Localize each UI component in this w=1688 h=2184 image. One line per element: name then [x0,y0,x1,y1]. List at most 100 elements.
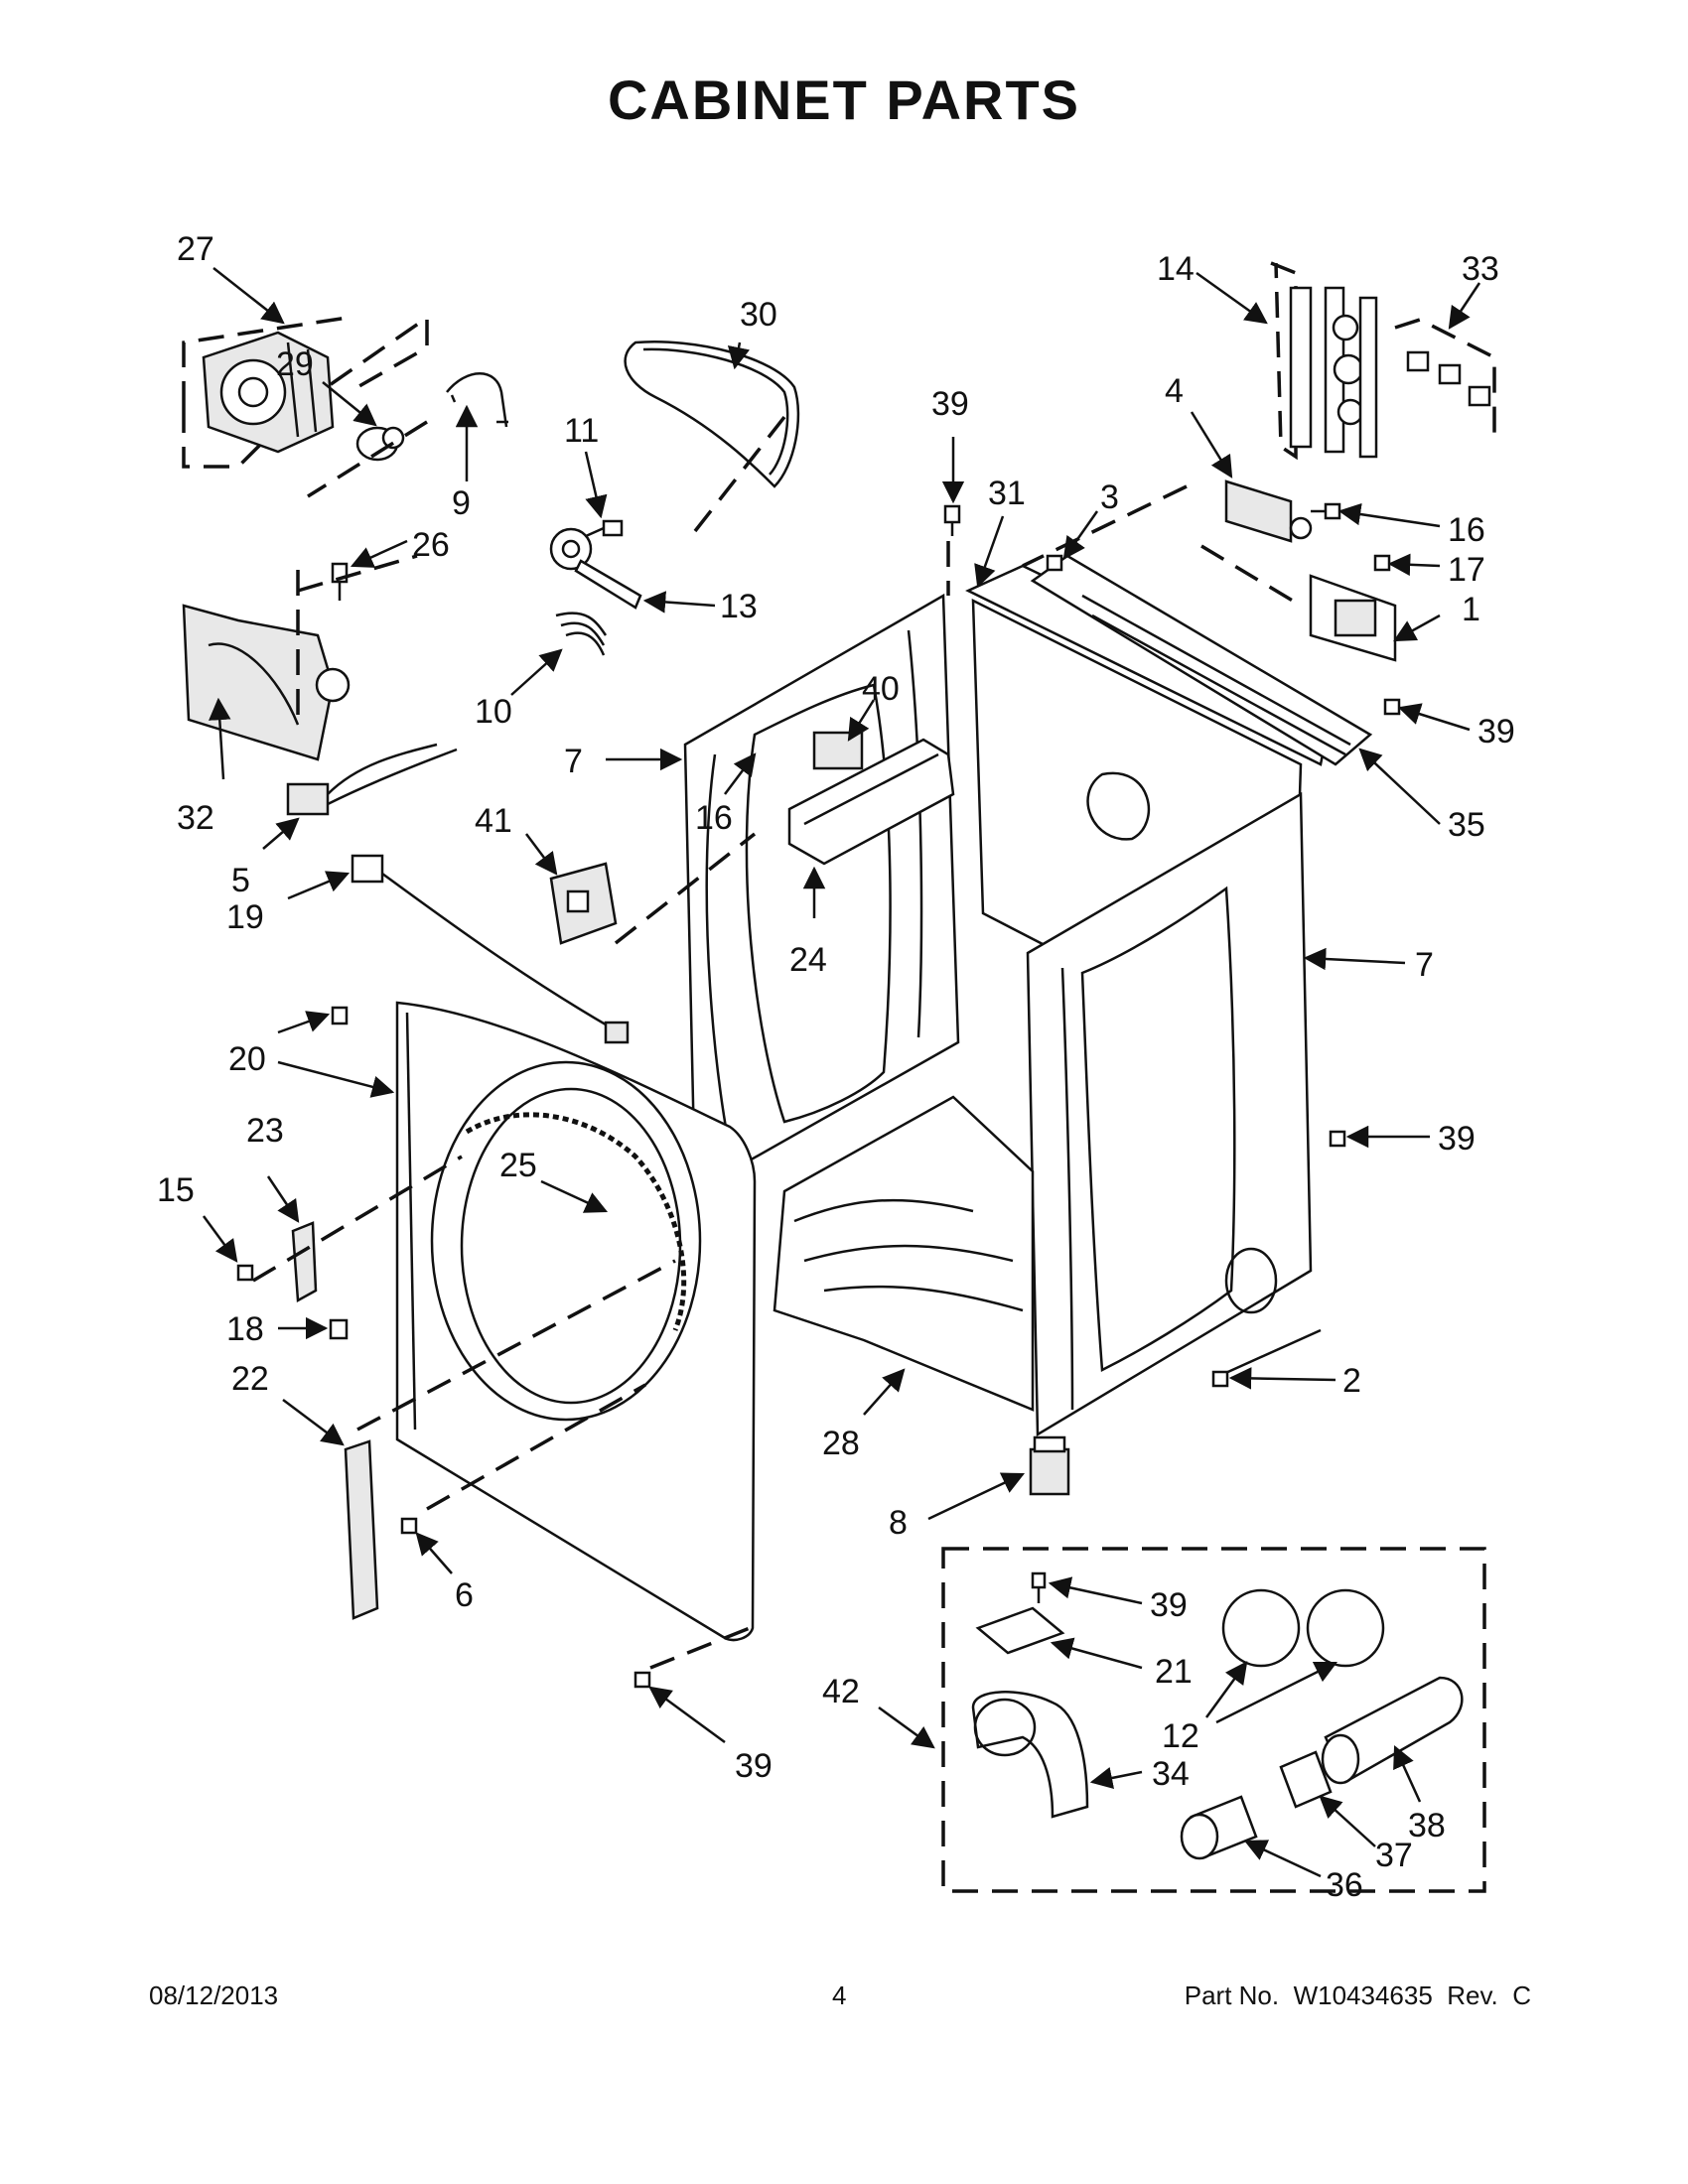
leader-21 [1050,1637,1143,1670]
callout-label: 32 [177,799,214,837]
callout-label: 25 [499,1147,537,1184]
leader-17 [1387,553,1441,577]
part-41 [549,862,618,945]
drive-belt-30 [624,341,800,488]
clips-33 [1406,350,1491,407]
screw-39-side [1329,1130,1346,1148]
plate-21 [975,1606,1065,1655]
screw-6 [400,1517,418,1535]
leader-37 [1319,1795,1376,1847]
elbow-34 [971,1691,1089,1819]
control-1 [1309,574,1397,662]
callout-label: 37 [1375,1837,1413,1874]
leader-38 [1393,1744,1422,1803]
leader-8 [927,1472,1026,1521]
callout-label: 18 [226,1310,264,1348]
leader-16-left [724,752,757,795]
callout-label: 34 [1152,1755,1190,1793]
assembly-line [1022,484,1188,568]
foot-8 [1029,1435,1070,1496]
callout-label: 15 [157,1171,195,1209]
callout-label: 39 [735,1747,773,1785]
screw-15 [236,1264,254,1282]
callout-label: 33 [1462,250,1499,288]
screw-39-rail [1383,698,1401,716]
leader-34 [1089,1766,1143,1790]
callout-label: 26 [412,526,450,564]
leader-39-kit [1048,1576,1143,1605]
leader-14 [1196,271,1268,325]
footer-page-number: 4 [832,1980,847,2010]
leader-31 [974,515,1005,589]
callout-label: 30 [740,296,777,334]
callout-label: 19 [226,898,264,936]
screw-11 [585,519,624,538]
door-seal-25 [465,1112,687,1331]
leader-41 [525,833,558,876]
leader-39-front [277,1011,331,1034]
callout-label: 29 [276,345,314,383]
callout-label: 7 [564,743,583,780]
clamp-36 [1180,1795,1258,1860]
callout-label: 41 [475,802,512,840]
callout-label: 10 [475,693,512,731]
leader-33 [1448,282,1481,330]
idler-pulley-13 [549,527,642,610]
screw-16-top [1311,502,1341,520]
assembly-line [426,1383,646,1511]
leader-26 [350,539,408,568]
callout-label: 12 [1162,1717,1199,1755]
screw-3 [1046,554,1063,572]
footer-date: 08/12/2013 [149,1980,279,2010]
callout-label: 9 [452,484,471,522]
coupling-37 [1279,1750,1333,1809]
callout-label: 36 [1326,1866,1363,1904]
callout-label: 16 [1448,511,1485,549]
leader-2 [1228,1367,1336,1390]
leader-28 [863,1368,906,1416]
leader-23 [266,1175,300,1223]
pulley-29 [355,426,405,462]
screw-26 [331,562,349,601]
motor-clamp-9 [446,372,508,428]
leader-5 [262,817,300,850]
callout-label: 40 [862,670,900,708]
exhaust-kit-42-box [941,1547,1486,1893]
assembly-line [1200,544,1302,608]
screw-17 [1373,554,1391,572]
leader-29 [322,381,377,427]
callout-label: 1 [1462,591,1480,628]
leader-13 [642,591,716,614]
leader-12-b [1215,1661,1338,1724]
kit-33-bracket [1394,318,1496,437]
switch-40 [812,731,864,770]
hinge-22 [344,1439,379,1620]
leader-12-a [1204,1661,1248,1718]
callout-label: 39 [1438,1120,1476,1158]
leader-3 [1062,510,1099,560]
assembly-line [252,1155,463,1283]
callout-label: 35 [1448,806,1485,844]
kit-14 [1289,286,1378,459]
kit-14-bracket [1270,261,1298,461]
leader-42 [878,1706,935,1749]
callout-label: 21 [1155,1653,1193,1691]
callout-label: 39 [1150,1586,1188,1624]
leader-16-right [1337,502,1441,528]
assembly-line [356,1259,676,1432]
callout-label: 13 [720,588,758,625]
assembly-line [693,415,786,533]
callout-label: 27 [177,230,214,268]
callout-label: 28 [822,1425,860,1462]
motor [202,331,335,454]
callout-label: 16 [695,799,733,837]
hinge-23 [291,1221,318,1303]
assembly-line [297,554,418,593]
callout-label: 2 [1342,1362,1361,1400]
clip-18 [329,1318,349,1340]
leader-30 [727,341,751,370]
right-side-panel-7 [1026,791,1313,1437]
assembly-line [614,832,757,945]
leader-15 [202,1215,238,1263]
assembly-line [307,420,428,498]
